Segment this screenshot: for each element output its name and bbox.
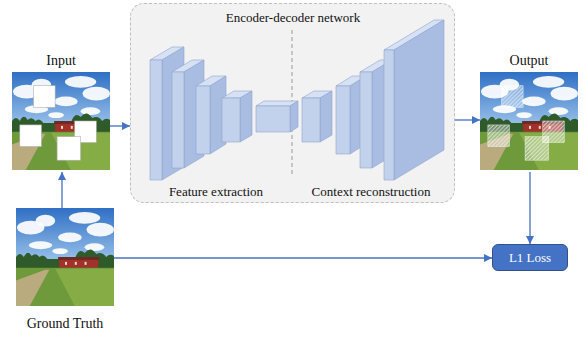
panel-title: Encoder-decoder network (226, 10, 360, 25)
flow-arrow (110, 125, 130, 126)
image-heading: Output (510, 52, 549, 69)
image-heading: Ground Truth (27, 315, 104, 332)
flow-arrow (114, 257, 492, 258)
flow-arrow (455, 119, 480, 120)
input-image (12, 72, 110, 170)
flow-arrow (61, 172, 62, 208)
network-layers (150, 20, 444, 180)
stage-label: Context reconstruction (312, 184, 431, 199)
image-panel: Input (12, 52, 110, 172)
loss-label: L1 Loss (509, 250, 551, 265)
stage-label: Feature extraction (169, 184, 263, 199)
image-panel: Ground Truth (16, 208, 114, 332)
loss-box: L1 Loss (492, 244, 568, 271)
image-panel: Output (480, 52, 578, 172)
network-panel: Encoder-decoder networkFeature extractio… (130, 3, 455, 203)
output-image (480, 72, 578, 170)
flow-arrow (529, 172, 530, 244)
ground-truth-image (16, 208, 114, 306)
image-heading: Input (46, 52, 76, 69)
network-background (130, 3, 455, 203)
